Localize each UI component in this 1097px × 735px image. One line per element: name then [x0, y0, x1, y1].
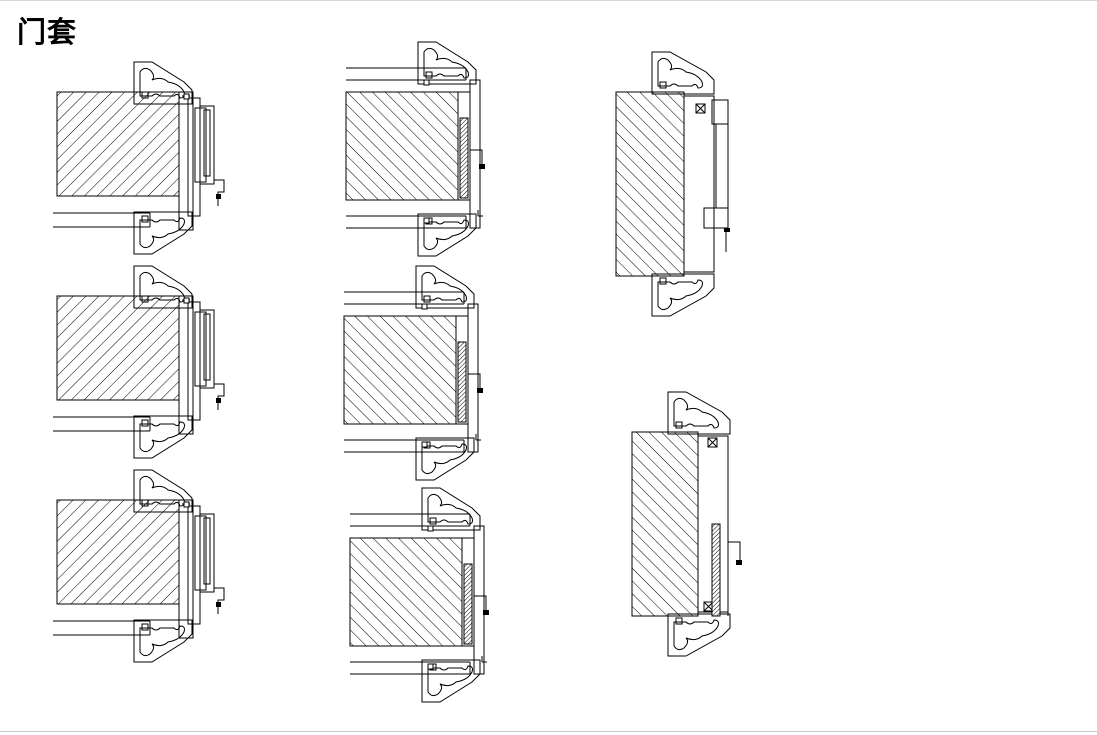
top-border: [0, 0, 1097, 1]
bottom-border: [0, 731, 1097, 732]
section-detail-row2-col1: [53, 265, 225, 459]
section-detail-row2-col3: [631, 391, 742, 657]
section-detail-row1-col2: [345, 41, 485, 257]
section-detail-row2-col2: [343, 265, 483, 481]
section-detail-row3-col1: [53, 469, 225, 663]
section-detail-row1-col1: [53, 61, 225, 255]
page-title: 门套: [17, 15, 78, 49]
section-detail-row3-col2: [349, 487, 489, 703]
section-detail-row1-col3: [615, 51, 730, 317]
